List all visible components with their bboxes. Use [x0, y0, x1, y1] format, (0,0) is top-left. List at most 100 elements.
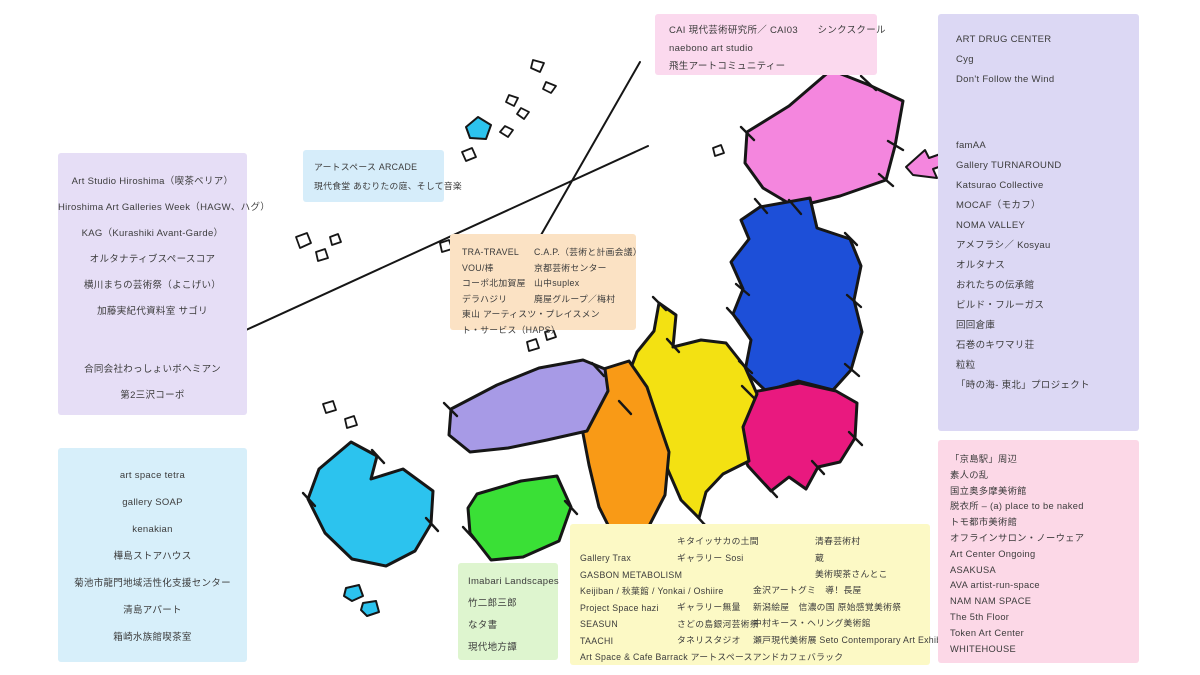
connector-line-top — [536, 61, 641, 243]
region-chugoku — [447, 358, 610, 454]
list-item: 廃屋グループ／梅村 — [534, 293, 616, 304]
list-item: 東山 アーティスツ・プレイスメント・サービス（HAPS） — [462, 309, 600, 335]
list-item: 回回倉庫 — [956, 320, 996, 331]
tokyo-spaces-list: 「京島駅」周辺素人の乱国立奥多摩美術館脱衣所 – (a) place to be… — [950, 452, 1139, 657]
list-item: 「時の海- 東北」プロジェクト — [956, 380, 1090, 391]
note-line: アートスペース ARCADE — [314, 162, 418, 172]
list-item: 美術喫茶さんとこ — [815, 569, 888, 579]
chugoku-spaces-list-2: 合同会社わっしょいボヘミアン第2三沢コーポ — [58, 357, 247, 409]
list-item: 箱崎水族館喫茶室 — [113, 632, 192, 643]
list-item: ギャラリー Sosi — [677, 552, 744, 563]
note-line: 飛生アートコミュニティー — [669, 61, 786, 72]
list-item: ビルド・フルーガス — [956, 300, 1045, 311]
kansai-spaces-col2: C.A.P.（芸術と計画会議） 京都芸術センター山中suplex 廃屋グループ／梅村 — [534, 245, 642, 307]
list-item: 素人の乱 — [950, 469, 989, 480]
region-shikoku — [466, 474, 573, 562]
region-hokkaido — [743, 68, 905, 209]
note-line: 現代食堂 あむりたの庭、そして音楽 — [314, 181, 463, 191]
tohoku-spaces-list-2: famAA Gallery TURNAROUND Katsurao Collecti… — [956, 136, 1139, 396]
list-item — [677, 566, 759, 583]
list-item: コーポ北加賀屋 — [462, 278, 526, 288]
list-item: 竹二郎三郎 — [468, 598, 518, 609]
list-item: 第2三沢コーポ — [120, 390, 185, 401]
list-item: KAG（Kurashiki Avant-Garde） — [81, 228, 224, 239]
list-item: なタ書 — [468, 620, 498, 631]
list-item: famAA — [956, 140, 987, 151]
list-item: Katsurao Collective — [956, 180, 1044, 191]
region-tohoku — [729, 196, 864, 393]
list-item: kenakian — [132, 524, 173, 535]
list-item: Hiroshima Art Galleries Week（HAGW、ハグ） — [58, 202, 271, 213]
list-item: Keijiban / 秋葉館 / Yonkai / Oshiire — [580, 586, 724, 596]
list-item: オルタナティブスペースコア — [89, 254, 216, 265]
list-item: 菊池市龍門地域活性化支援センター — [74, 578, 231, 589]
list-item: 脱衣所 – (a) place to be naked — [950, 501, 1084, 512]
list-item: Token Art Center — [950, 627, 1025, 638]
list-item: Art Space & Cafe Barrack アートスペースアンドカフェバラ… — [580, 652, 844, 662]
list-item: ART DRUG CENTER — [956, 34, 1052, 45]
list-item: オルタナス — [956, 260, 1006, 271]
list-item: MOCAF（モカフ） — [956, 200, 1041, 211]
list-item: art space tetra — [119, 470, 186, 481]
list-item: 「京島駅」周辺 — [950, 454, 1018, 464]
list-item: 金沢アートグミ 導！長屋 — [753, 585, 862, 595]
list-item: キタイッサカの土間 — [677, 536, 759, 546]
list-item: Gallery TURNAROUND — [956, 160, 1062, 171]
list-item: NOMA VALLEY — [956, 220, 1026, 231]
list-item: アメフラシ／ Kosyau — [956, 240, 1051, 251]
island-doodles — [295, 59, 725, 429]
list-item: オフラインサロン・ノーウェア — [950, 532, 1085, 543]
list-item: 合同会社わっしょいボヘミアン — [84, 364, 221, 375]
list-item: Project Space hazi — [580, 602, 659, 613]
list-item: ギャラリー無量 — [677, 602, 741, 612]
list-item: 瀬戸現代美術展 Seto Contemporary Art Exhibition — [753, 634, 960, 645]
list-item: VOU/棒 — [462, 262, 494, 273]
list-item: WHITEHOUSE — [950, 643, 1017, 654]
list-item: デラハジリ — [462, 293, 508, 304]
list-item: C.A.P.（芸術と計画会議） — [534, 247, 642, 257]
list-item: 清春芸術村 — [815, 536, 861, 546]
list-item: 加藤実紀代資料室 サゴリ — [97, 306, 208, 317]
list-item: 国立奥多摩美術館 — [950, 485, 1027, 496]
chubu-spaces-col3: 金沢アートグミ 導！長屋新潟絵屋 信濃の国 原始感覚美術祭中村キース・ヘリング美… — [753, 582, 959, 648]
list-item: 山中suplex — [534, 278, 580, 288]
list-item: 蔵 — [815, 552, 825, 563]
note-box-tokyo: 「京島駅」周辺素人の乱国立奥多摩美術館脱衣所 – (a) place to be… — [938, 440, 1139, 663]
list-item: 新潟絵屋 信濃の国 原始感覚美術祭 — [753, 601, 902, 612]
chubu-spaces-col2: キタイッサカの土間ギャラリー Sosi ギャラリー無量さどの島銀河芸術祭タネリスタ… — [677, 533, 759, 649]
note-line: naebono art studio — [669, 43, 754, 54]
list-item: SEASUN — [580, 619, 618, 629]
note-box-hokkaido: CAI 現代芸術研究所／ CAI03 シンクスクール naebono art s… — [655, 14, 886, 75]
list-item: タネリスタジオ — [677, 635, 741, 645]
list-item: 石巻のキワマリ荘 — [956, 340, 1035, 351]
list-item: 京都芸術センター — [534, 262, 607, 273]
list-item: さどの島銀河芸術祭 — [677, 618, 759, 629]
list-item: 横川まちの芸術祭（よこげい） — [83, 280, 222, 291]
list-item: 粒粒 — [956, 360, 976, 371]
list-item: Art Center Ongoing — [950, 548, 1036, 559]
list-item: ASAKUSA — [950, 564, 997, 575]
list-item: Gallery Trax — [580, 553, 632, 563]
list-item: Art Studio Hiroshima（喫茶ベリア） — [71, 176, 234, 187]
note-box-chugoku: Art Studio Hiroshima（喫茶ベリア） Hiroshima Art… — [58, 153, 271, 415]
chugoku-spaces-list: Art Studio Hiroshima（喫茶ベリア） Hiroshima Art… — [58, 169, 271, 325]
list-item: トモ都市美術館 — [950, 517, 1018, 528]
list-item: The 5th Floor — [950, 611, 1010, 622]
list-item — [677, 583, 759, 600]
list-item: Cyg — [956, 54, 974, 65]
list-item: NAM NAM SPACE — [950, 596, 1032, 607]
note-line: CAI 現代芸術研究所／ CAI03 シンクスクール — [669, 25, 886, 36]
note-box-arcade: アートスペース ARCADE 現代食堂 あむりたの庭、そして音楽 — [303, 150, 463, 202]
map-ink — [245, 59, 982, 617]
